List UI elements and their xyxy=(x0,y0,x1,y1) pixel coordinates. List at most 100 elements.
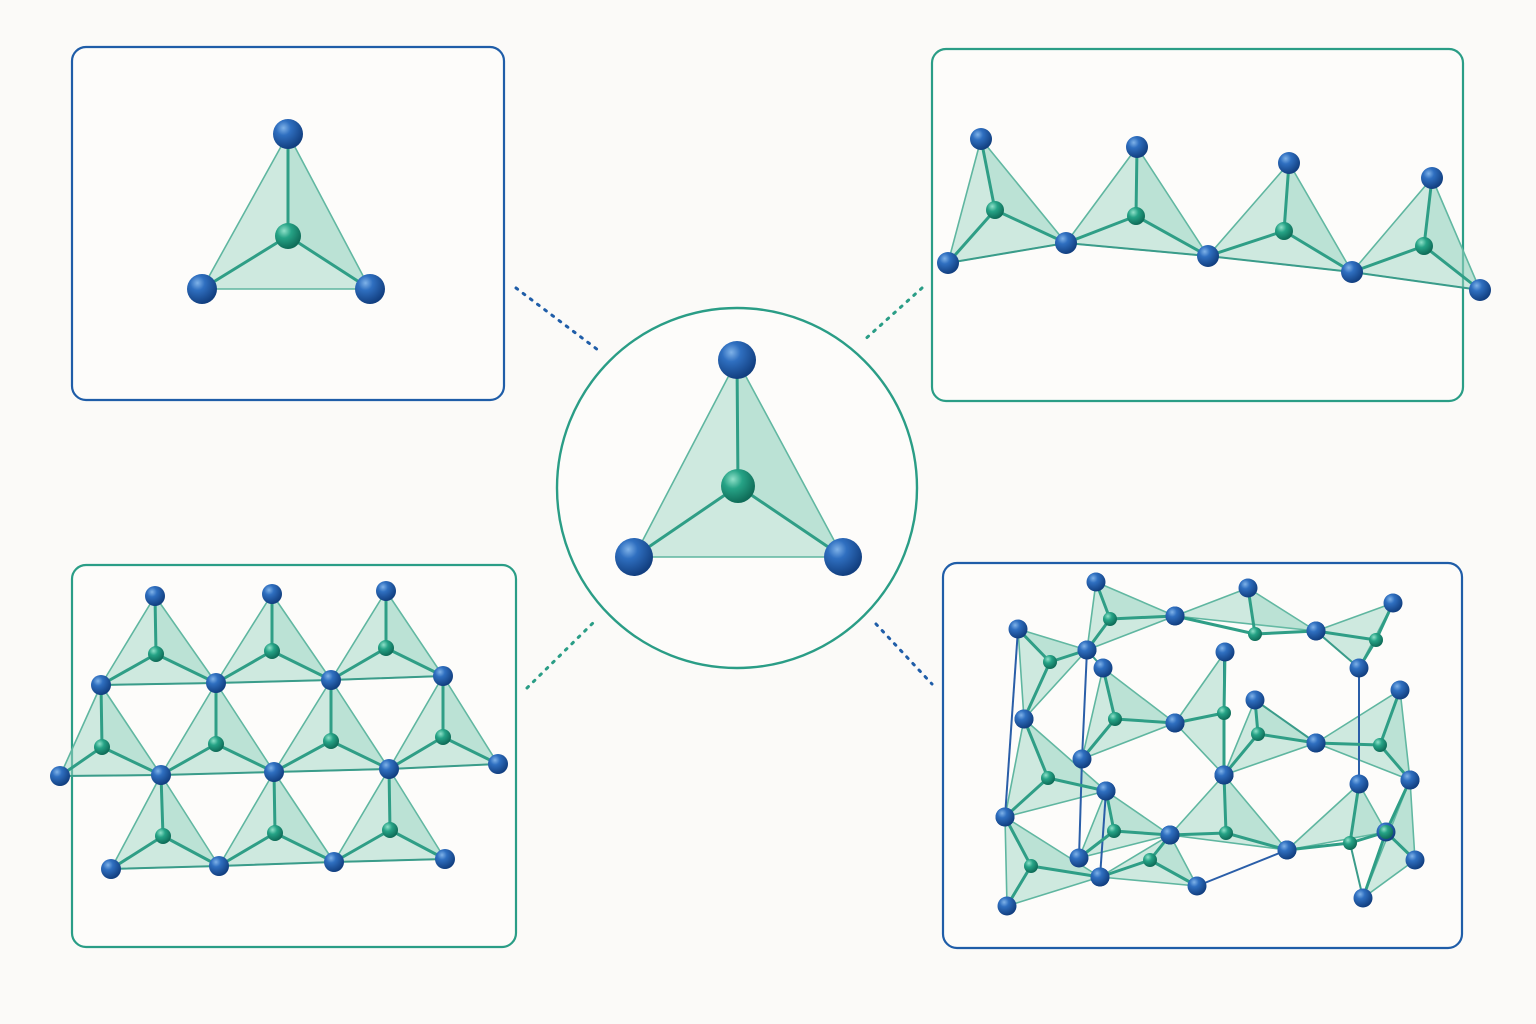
framework-tetrahedron-shade xyxy=(1103,668,1175,723)
oxygen-atom xyxy=(1077,640,1097,660)
oxygen-atom xyxy=(1306,733,1326,753)
si-o-bond xyxy=(1282,229,1354,274)
connector-bottom-left xyxy=(525,618,598,690)
si-o-bond xyxy=(99,652,158,687)
bridging-bond xyxy=(1004,628,1019,818)
si-o-bond xyxy=(1022,717,1050,780)
silicon-atom xyxy=(1041,771,1055,785)
oxygen-atom xyxy=(1277,840,1297,860)
oxygen-atom xyxy=(1160,825,1180,845)
silicon-atom xyxy=(1219,826,1233,840)
framework-tetrahedron-shade xyxy=(1106,791,1170,835)
si-o-bond xyxy=(270,649,333,682)
si-o-bond xyxy=(1173,614,1257,636)
si-o-bond xyxy=(214,742,276,774)
silicon-atom xyxy=(155,828,171,844)
silicon-atom xyxy=(323,733,339,749)
oxygen-atom xyxy=(1405,850,1425,870)
si-o-bonds xyxy=(58,132,1482,908)
si-o-bond xyxy=(979,137,997,212)
chain-tetrahedron-shade xyxy=(981,139,1066,243)
silicon-atom xyxy=(1379,825,1393,839)
oxygen-atom xyxy=(355,274,385,304)
oxygen-atom xyxy=(995,807,1015,827)
oxygen-atom xyxy=(1390,680,1410,700)
connector-bottom-right xyxy=(874,622,934,686)
silicon-atom xyxy=(148,646,164,662)
oxygen-atom xyxy=(615,538,653,576)
si-o-bond xyxy=(387,735,445,771)
silicon-atom xyxy=(1415,237,1433,255)
silicon-atom xyxy=(1251,727,1265,741)
chain-tetrahedron-shade xyxy=(1424,178,1480,290)
silicon-atom xyxy=(1107,824,1121,838)
silicon-atom xyxy=(275,223,301,249)
si-o-bond xyxy=(159,773,165,838)
bridging-bond xyxy=(218,861,335,867)
silicon-atom xyxy=(378,640,394,656)
si-o-bond xyxy=(332,828,392,864)
bridging-bond xyxy=(1254,699,1317,744)
framework-tetrahedron-shade xyxy=(1248,588,1316,634)
oxygen-atom xyxy=(324,852,344,872)
oxygen-atom xyxy=(206,673,226,693)
oxygen-atom xyxy=(1278,152,1300,174)
si-o-bond xyxy=(100,745,163,777)
oxygen-atom xyxy=(262,584,282,604)
oxygen-atom xyxy=(1245,690,1265,710)
si-o-bond xyxy=(1134,145,1139,218)
framework-tetrahedron-shade xyxy=(1350,784,1386,843)
bridging-bond xyxy=(947,242,1067,264)
oxygen-atom xyxy=(718,341,756,379)
oxygen-atom xyxy=(1014,709,1034,729)
central-tetrahedron-shade xyxy=(737,360,843,557)
bridging-bond xyxy=(388,763,499,770)
si-o-bond xyxy=(286,234,372,291)
bridging-bond xyxy=(160,771,275,776)
oxygen-atom xyxy=(273,119,303,149)
oxygen-atom xyxy=(50,766,70,786)
silicon-atom xyxy=(267,825,283,841)
framework-tetrahedron-shade xyxy=(1024,719,1106,791)
si-o-bond xyxy=(387,767,392,832)
si-o-bond xyxy=(99,683,104,749)
oxygen-atom xyxy=(145,586,165,606)
oxygen-atom xyxy=(488,754,508,774)
framework-tetrahedron-face xyxy=(1081,667,1176,760)
si-o-bond xyxy=(159,742,218,777)
si-o-bond xyxy=(388,828,447,861)
si-o-bond xyxy=(1378,688,1402,747)
sheet-mid-tetrahedron-shade xyxy=(443,676,498,764)
panel-single-chain xyxy=(930,47,1465,403)
si-o-bond xyxy=(1384,778,1412,834)
oxygen-atom xyxy=(1069,848,1089,868)
bridging-bond xyxy=(215,679,332,684)
si-o-bond xyxy=(1350,244,1426,274)
oxygen-atom xyxy=(1126,136,1148,158)
silicon-atom xyxy=(1343,836,1357,850)
bridging-bond xyxy=(1207,255,1353,273)
oxygen-atom xyxy=(321,670,341,690)
oxygen-atom xyxy=(264,762,284,782)
si-o-bond xyxy=(200,234,290,291)
oxygen-atom xyxy=(970,128,992,150)
oxygen-atom xyxy=(1093,658,1113,678)
bridging-bond xyxy=(1196,849,1288,887)
chain-tetrahedron-shade xyxy=(1136,147,1208,256)
si-o-bond xyxy=(1422,176,1434,248)
si-o-bond xyxy=(214,649,274,685)
si-o-bond xyxy=(384,646,445,678)
si-o-bond xyxy=(1222,773,1228,835)
silicon-atom xyxy=(1108,712,1122,726)
si-o-bond xyxy=(1113,717,1177,725)
silicon-atom xyxy=(264,643,280,659)
oxygen-atom xyxy=(1165,606,1185,626)
si-o-bond xyxy=(1282,161,1291,233)
si-o-bond xyxy=(273,831,336,864)
isolated-tetrahedron-shade xyxy=(288,134,370,289)
si-o-bond xyxy=(329,739,391,771)
framework-tetrahedron-shade xyxy=(1150,835,1197,886)
si-o-bond xyxy=(1256,732,1318,745)
oxygen-atom xyxy=(101,859,121,879)
oxygen-atom xyxy=(1090,867,1110,887)
